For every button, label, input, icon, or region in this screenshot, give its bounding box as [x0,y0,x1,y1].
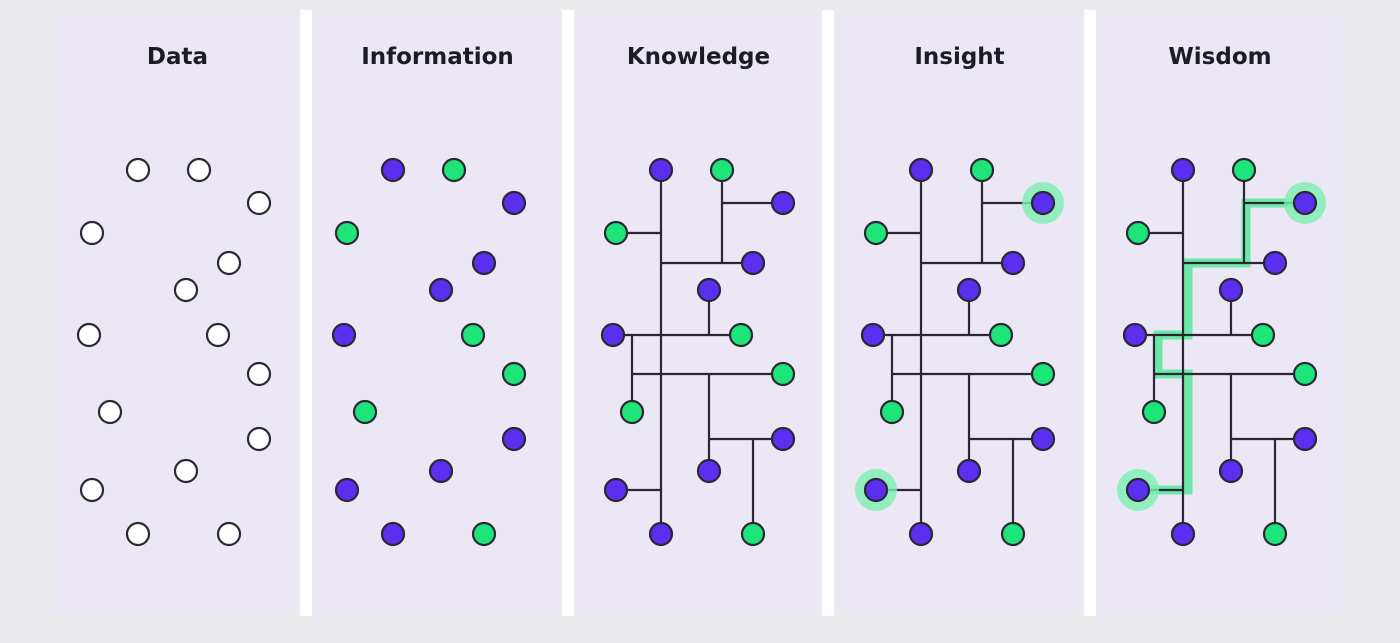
node-purple [908,157,934,183]
node-green [728,322,754,348]
node-purple [696,458,722,484]
node-purple [1030,426,1056,452]
node-purple [860,322,886,348]
node-green [1030,361,1056,387]
data-point [246,190,272,216]
panel-divider [562,10,574,616]
node-purple [603,477,629,503]
wisdom-path [1141,198,1308,495]
network-data [76,157,272,547]
network-wisdom [1117,157,1326,547]
node-green [1292,361,1318,387]
node-purple [956,458,982,484]
node-purple [600,322,626,348]
node-purple [501,426,527,452]
data-point [216,250,242,276]
node-purple [908,521,934,547]
node-purple [471,250,497,276]
panel-title-knowledge: Knowledge [626,44,771,70]
node-purple [428,458,454,484]
data-point [246,361,272,387]
node-green [740,521,766,547]
node-purple [428,277,454,303]
node-purple [648,521,674,547]
node-purple [1218,277,1244,303]
node-green [603,220,629,246]
node-purple [1170,521,1196,547]
panel-wisdom: Wisdom [1098,14,1342,614]
data-point [79,220,105,246]
node-green [879,399,905,425]
node-purple [770,190,796,216]
node-purple [1000,250,1026,276]
network-information [331,157,527,547]
node-purple [380,157,406,183]
node-purple [380,521,406,547]
panel-data: Data [56,14,299,614]
panel-divider [822,10,834,616]
node-green [709,157,735,183]
node-green [1262,521,1288,547]
data-point [246,426,272,452]
network-insight [855,157,1064,547]
data-point [97,399,123,425]
panel-divider [300,10,312,616]
node-green [334,220,360,246]
node-green [619,399,645,425]
node-purple [696,277,722,303]
node-purple [334,477,360,503]
node-green [988,322,1014,348]
node-purple [1125,477,1151,503]
panel-title-insight: Insight [914,44,1005,70]
panel-divider [1084,10,1096,616]
node-green [501,361,527,387]
node-green [352,399,378,425]
node-green [1125,220,1151,246]
data-point [205,322,231,348]
network-knowledge [600,157,796,547]
data-point [216,521,242,547]
data-point [125,521,151,547]
data-point [79,477,105,503]
data-point [173,277,199,303]
node-green [1231,157,1257,183]
node-purple [331,322,357,348]
data-point [186,157,212,183]
node-purple [740,250,766,276]
node-green [1250,322,1276,348]
panel-title-data: Data [146,44,209,70]
panel-information: Information [314,14,561,614]
node-purple [1122,322,1148,348]
node-green [770,361,796,387]
node-purple [956,277,982,303]
node-purple [1170,157,1196,183]
node-purple [1218,458,1244,484]
node-purple [863,477,889,503]
data-point [76,322,102,348]
node-green [969,157,995,183]
node-green [863,220,889,246]
node-green [441,157,467,183]
node-green [471,521,497,547]
node-purple [770,426,796,452]
node-purple [1030,190,1056,216]
node-purple [501,190,527,216]
panel-knowledge: Knowledge [576,14,821,614]
node-purple [1292,426,1318,452]
node-purple [1262,250,1288,276]
node-purple [1292,190,1318,216]
node-green [1000,521,1026,547]
node-purple [648,157,674,183]
panel-title-wisdom: Wisdom [1168,44,1272,70]
data-point [125,157,151,183]
panel-insight: Insight [836,14,1083,614]
data-point [173,458,199,484]
node-green [1141,399,1167,425]
node-green [460,322,486,348]
panel-title-information: Information [361,44,514,70]
